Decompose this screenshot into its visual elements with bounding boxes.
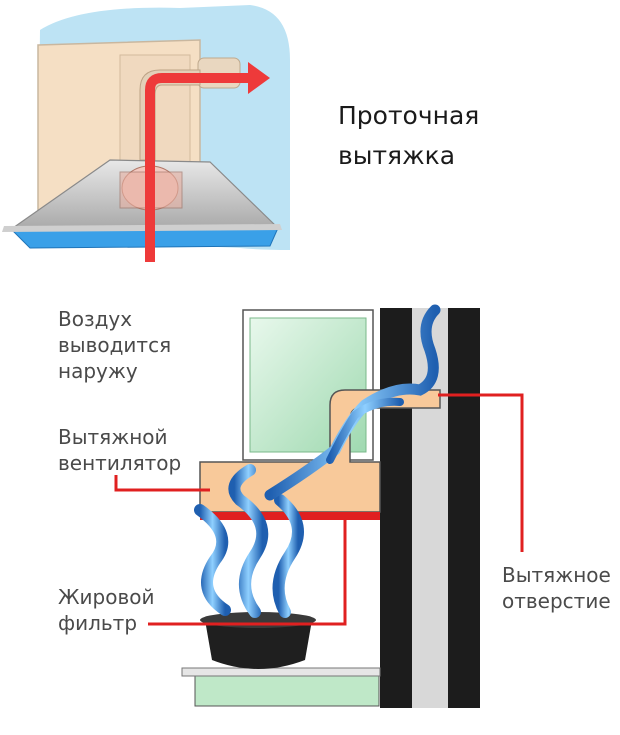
- smoke-1: [194, 504, 231, 616]
- label-exhaust-opening: Вытяжное отверстие: [502, 562, 611, 614]
- title-line-2: вытяжка: [338, 141, 456, 170]
- filter-leader-line: [148, 520, 347, 626]
- leader-lines: [114, 393, 524, 626]
- label-air-out: Воздух выводится наружу: [58, 306, 171, 384]
- label-grease-filter: Жировой фильтр: [58, 584, 155, 636]
- smoke-3: [272, 494, 304, 618]
- label-filter-line-2: фильтр: [58, 611, 138, 635]
- smoke-2: [228, 464, 269, 618]
- smoke-duct-flow-2: [326, 397, 404, 464]
- diagram-title: Проточная вытяжка: [338, 96, 479, 176]
- kitchen-section: [181, 304, 480, 708]
- hood-front-strip: [2, 224, 282, 232]
- label-fan-line-1: Вытяжной: [58, 425, 168, 449]
- airflow-arrowhead: [248, 62, 270, 94]
- stove-base: [194, 675, 380, 707]
- label-exhaust-fan: Вытяжной вентилятор: [58, 424, 181, 476]
- airflow-arrow: [145, 73, 250, 262]
- title-line-1: Проточная: [338, 101, 480, 130]
- label-fan-line-2: вентилятор: [58, 451, 182, 475]
- fan-leader-line: [114, 475, 210, 492]
- label-air-out-line-3: наружу: [58, 359, 138, 383]
- label-filter-line-1: Жировой: [58, 585, 155, 609]
- label-air-out-line-2: выводится: [58, 333, 172, 357]
- opening-leader-line: [438, 393, 524, 552]
- label-opening-line-1: Вытяжное: [502, 563, 611, 587]
- label-air-out-line-1: Воздух: [58, 307, 133, 331]
- smoke-duct-flow: [264, 304, 441, 501]
- cooking-pot: [205, 620, 312, 669]
- hood-illustration: [2, 5, 290, 262]
- label-opening-line-2: отверстие: [502, 589, 611, 613]
- stove-top: [181, 667, 381, 677]
